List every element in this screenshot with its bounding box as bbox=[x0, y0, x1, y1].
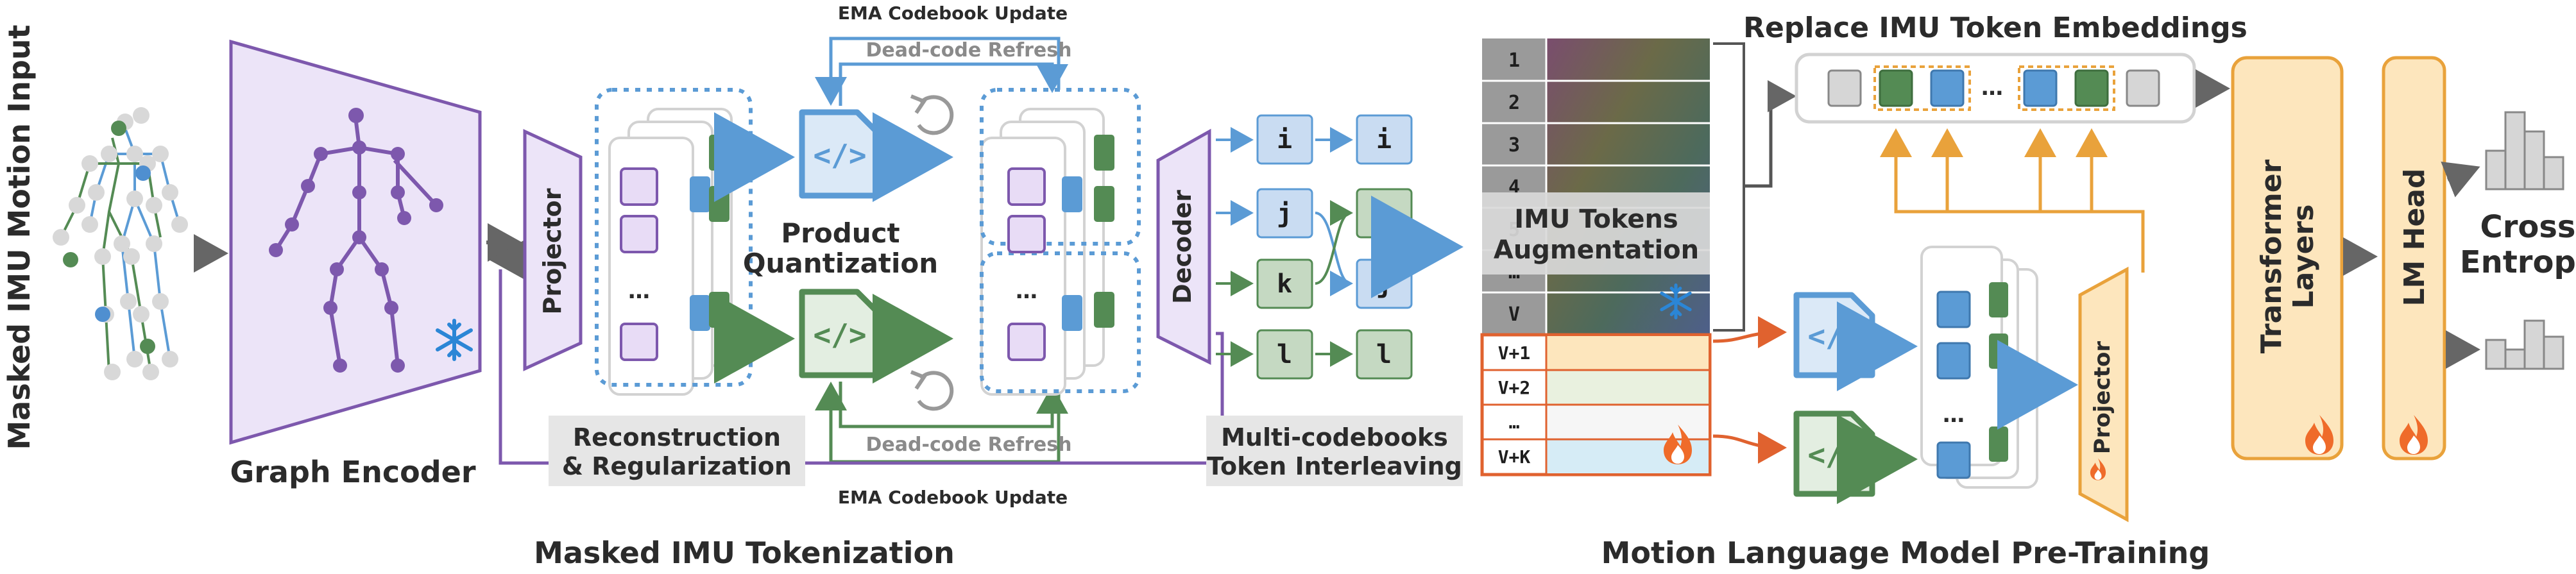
decoder bbox=[1156, 128, 1211, 366]
vocab-row-3: 3 bbox=[1508, 134, 1520, 156]
imu-skeleton-input bbox=[53, 107, 188, 380]
refresh-icon-bottom bbox=[910, 370, 954, 411]
sequence-ellipsis: … bbox=[1981, 75, 2003, 101]
token-out-i: i bbox=[1376, 125, 1392, 155]
ellipsis-right: … bbox=[1943, 402, 1965, 428]
transformer-label-2: Layers bbox=[2287, 205, 2320, 309]
token-column-out: i k j l bbox=[1356, 114, 1413, 380]
ema-top-return-line bbox=[815, 37, 1061, 106]
feature-stack-middle: … bbox=[980, 88, 1141, 396]
svg-text:</>: </> bbox=[813, 138, 866, 173]
arrow-vocab-replace bbox=[1744, 80, 1796, 188]
projector-left-label: Projector bbox=[538, 188, 567, 314]
vocab-table: 1 2 3 4 5 … V IMU Tokens Augmentation bbox=[1482, 38, 1710, 335]
token-out-j: j bbox=[1376, 269, 1392, 299]
transformer-layers bbox=[2231, 56, 2344, 460]
vocab-row-1: 1 bbox=[1508, 49, 1520, 72]
arrow-new-rows-blue bbox=[1712, 316, 1787, 349]
vocab-new-row-4: V+K bbox=[1498, 446, 1531, 468]
feature-stack-left: … bbox=[595, 88, 753, 396]
side-input-label: Masked IMU Motion Input bbox=[2, 25, 37, 450]
graph-encoder bbox=[229, 39, 482, 445]
vocab-row-2: 2 bbox=[1508, 92, 1520, 114]
token-in-k: k bbox=[1277, 269, 1292, 299]
arrow-lmhead-dist-top bbox=[2441, 161, 2480, 198]
pretraining-label: Motion Language Model Pre-Training bbox=[1601, 536, 2210, 570]
replace-embeddings-label: Replace IMU Token Embeddings bbox=[1743, 12, 2248, 44]
svg-text:</>: </> bbox=[1807, 319, 1861, 353]
ema-top-line bbox=[839, 62, 1068, 106]
token-in-l: l bbox=[1277, 340, 1292, 369]
reconstruction-label-1: Reconstruction bbox=[573, 423, 781, 452]
codebook-green-icon-right: </> bbox=[1793, 410, 1875, 497]
masked-tokenization-label: Masked IMU Tokenization bbox=[534, 536, 955, 570]
ema-top-label: EMA Codebook Update bbox=[838, 3, 1068, 24]
reconstruction-box bbox=[549, 416, 805, 486]
cross-entropy-label-1: Cross bbox=[2480, 209, 2575, 245]
projector-left bbox=[523, 129, 583, 371]
ema-bottom-label: EMA Codebook Update bbox=[838, 487, 1068, 508]
ellipsis-left: … bbox=[628, 278, 650, 304]
token-in-i: i bbox=[1277, 125, 1292, 155]
vocab-row-v: V bbox=[1508, 303, 1520, 326]
product-quantization-label-1: Product bbox=[781, 217, 900, 249]
dead-code-bottom-label: Dead-code Refresh bbox=[866, 434, 1072, 456]
refresh-icon-top bbox=[910, 94, 954, 135]
imu-aug-label-2: Augmentation bbox=[1494, 235, 1699, 265]
embedding-sequence: … bbox=[1795, 53, 2196, 124]
lm-head-label: LM Head bbox=[2398, 169, 2431, 307]
projector-right-label: Projector bbox=[2090, 341, 2115, 455]
token-in-j: j bbox=[1277, 199, 1292, 228]
ellipsis-middle: … bbox=[1016, 278, 1037, 304]
multi-codebook-label-2: Token Interleaving bbox=[1207, 452, 1462, 480]
graph-encoder-label: Graph Encoder bbox=[230, 455, 475, 489]
svg-text:</>: </> bbox=[1807, 437, 1861, 472]
vocab-new-row-2: V+2 bbox=[1498, 377, 1531, 398]
codebook-green-icon: </> bbox=[799, 289, 881, 378]
token-out-k: k bbox=[1376, 199, 1392, 228]
multi-codebook-label-1: Multi-codebooks bbox=[1221, 423, 1448, 452]
codebook-blue-icon-right: </> bbox=[1793, 292, 1875, 378]
distribution-top-icon bbox=[2485, 111, 2564, 190]
arrow-new-rows-green bbox=[1712, 431, 1787, 464]
product-quantization-label-2: Quantization bbox=[743, 248, 938, 279]
dead-code-top-label: Dead-code Refresh bbox=[866, 39, 1072, 62]
vocab-new-row-3: … bbox=[1509, 412, 1520, 433]
vocab-bracket bbox=[1713, 42, 1745, 332]
cross-entropy-label-2: Entropy bbox=[2460, 244, 2576, 280]
token-column-in: i j k l bbox=[1256, 114, 1313, 380]
feature-stack-right: … ⋮ bbox=[1920, 246, 2038, 489]
token-out-l: l bbox=[1376, 340, 1392, 369]
svg-text:</>: </> bbox=[813, 317, 866, 352]
imu-aug-label-1: IMU Tokens bbox=[1514, 205, 1678, 234]
projector-right bbox=[2078, 266, 2129, 523]
decoder-label: Decoder bbox=[1168, 190, 1197, 304]
codebook-blue-icon: </> bbox=[799, 109, 881, 199]
reconstruction-label-2: & Regularization bbox=[562, 452, 792, 480]
lm-head bbox=[2382, 56, 2446, 460]
transformer-label-1: Transformer bbox=[2255, 159, 2288, 353]
dots-right: ⋮ bbox=[2008, 394, 2026, 415]
distribution-bottom-icon bbox=[2485, 319, 2564, 370]
vocab-new-rows: V+1 V+2 … V+K bbox=[1480, 333, 1712, 477]
multi-codebook-box bbox=[1206, 416, 1463, 486]
vocab-new-row-1: V+1 bbox=[1498, 342, 1531, 364]
